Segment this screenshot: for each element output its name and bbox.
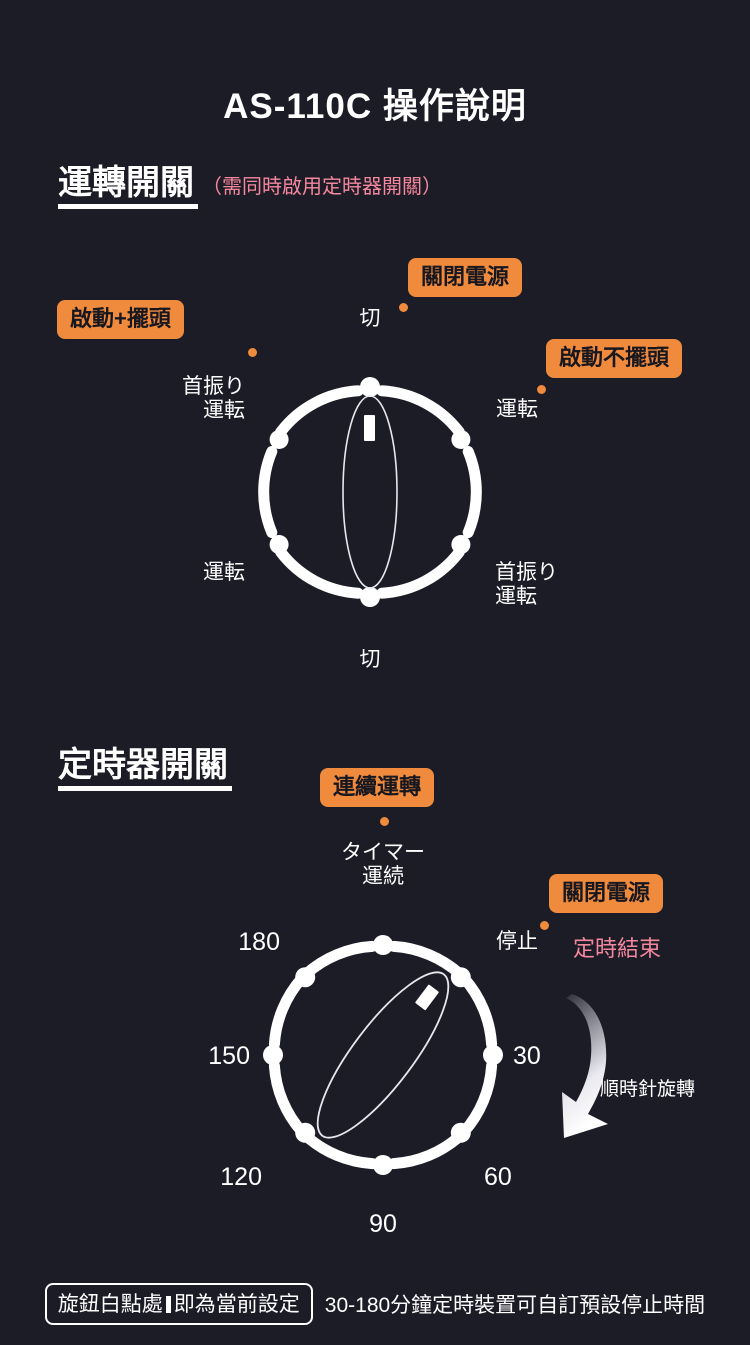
footer: 旋鈕白點處即為當前設定 30-180分鐘定時裝置可自訂預設停止時間 (0, 1283, 750, 1325)
dial-label-timer-top-line2: 運続 (362, 864, 404, 888)
badge-power-off-timer[interactable]: 關閉電源 (549, 874, 664, 914)
dial-position-dots-run (269, 377, 471, 607)
badge-dot-continuous-run (380, 817, 389, 826)
footer-boxed-note: 旋鈕白點處即為當前設定 (44, 1283, 313, 1325)
section-heading-timer-switch-label: 定時器開關 (58, 748, 232, 791)
dial-label-timer-stop: 停止 (496, 930, 538, 953)
dial-label-timer-90: 90 (369, 1210, 397, 1238)
section-heading-run-switch: 運轉開關 （需同時啟用定時器開關） (58, 166, 442, 209)
section-heading-timer-switch: 定時器開關 (58, 748, 232, 791)
dial-label-timer-30: 30 (513, 1042, 541, 1070)
section-heading-run-switch-label: 運轉開關 (58, 166, 198, 209)
dial-label-timer-top-line1: タイマー (341, 841, 425, 864)
page-title: AS-110C 操作說明 (223, 87, 527, 126)
badge-continuous-run[interactable]: 連續運轉 (320, 768, 435, 808)
footer-boxed-note-part2: 即為當前設定 (173, 1293, 300, 1316)
timer-knob-indicator (415, 984, 439, 1011)
dial-label-timer-120: 120 (220, 1163, 262, 1191)
dial-label-timer-60: 60 (484, 1163, 512, 1191)
dial-label-run-lower-right-line2: 運転 (495, 584, 537, 608)
dial-label-run-bottom: 切 (359, 648, 381, 671)
dial-position-dots-timer (263, 935, 503, 1175)
dial-track-run (258, 385, 482, 599)
rotation-arrow-shape (562, 994, 608, 1138)
badge-start-no-swing[interactable]: 啟動不擺頭 (546, 339, 683, 379)
timer-switch-dial[interactable] (263, 935, 503, 1175)
dial-label-run-upper-left: 首振り 運転 (135, 375, 245, 422)
dial-label-run-upper-left-line1: 首振り (182, 375, 245, 398)
dial-label-run-upper-left-line2: 運転 (203, 398, 245, 422)
badge-dot-start-swing (248, 348, 257, 357)
rotation-note: 順時針旋轉 (600, 1079, 696, 1100)
dial-label-run-lower-right: 首振り 運転 (495, 561, 558, 608)
badge-dot-power-off-run (399, 303, 408, 312)
footer-note: 30-180分鐘定時裝置可自訂預設停止時間 (324, 1294, 706, 1317)
dial-label-run-lower-left: 運転 (203, 561, 245, 584)
run-switch-dial[interactable] (258, 377, 482, 607)
knob-tick-icon (165, 1296, 171, 1313)
run-knob-indicator (364, 415, 375, 441)
badge-power-off-run[interactable]: 關閉電源 (408, 258, 523, 298)
dial-label-run-upper-right: 運転 (496, 398, 538, 421)
clockwise-rotation-arrow (562, 988, 672, 1138)
timer-knob-body (316, 971, 450, 1139)
footer-boxed-note-part1: 旋鈕白點處 (57, 1293, 163, 1316)
badge-dot-start-no-swing (537, 385, 546, 394)
badge-dot-power-off-timer (540, 921, 549, 930)
badge-start-swing[interactable]: 啟動+擺頭 (57, 300, 184, 340)
dial-label-timer-150: 150 (208, 1042, 250, 1070)
dial-label-timer-top: タイマー 運続 (313, 841, 453, 888)
dial-label-run-top: 切 (359, 307, 381, 330)
run-knob-body (342, 395, 398, 589)
dial-label-timer-180: 180 (238, 928, 280, 956)
section-heading-run-switch-note: （需同時啟用定時器開關） (202, 176, 442, 198)
timer-end-note: 定時結束 (573, 936, 662, 961)
dial-label-run-lower-right-line1: 首振り (495, 561, 558, 584)
